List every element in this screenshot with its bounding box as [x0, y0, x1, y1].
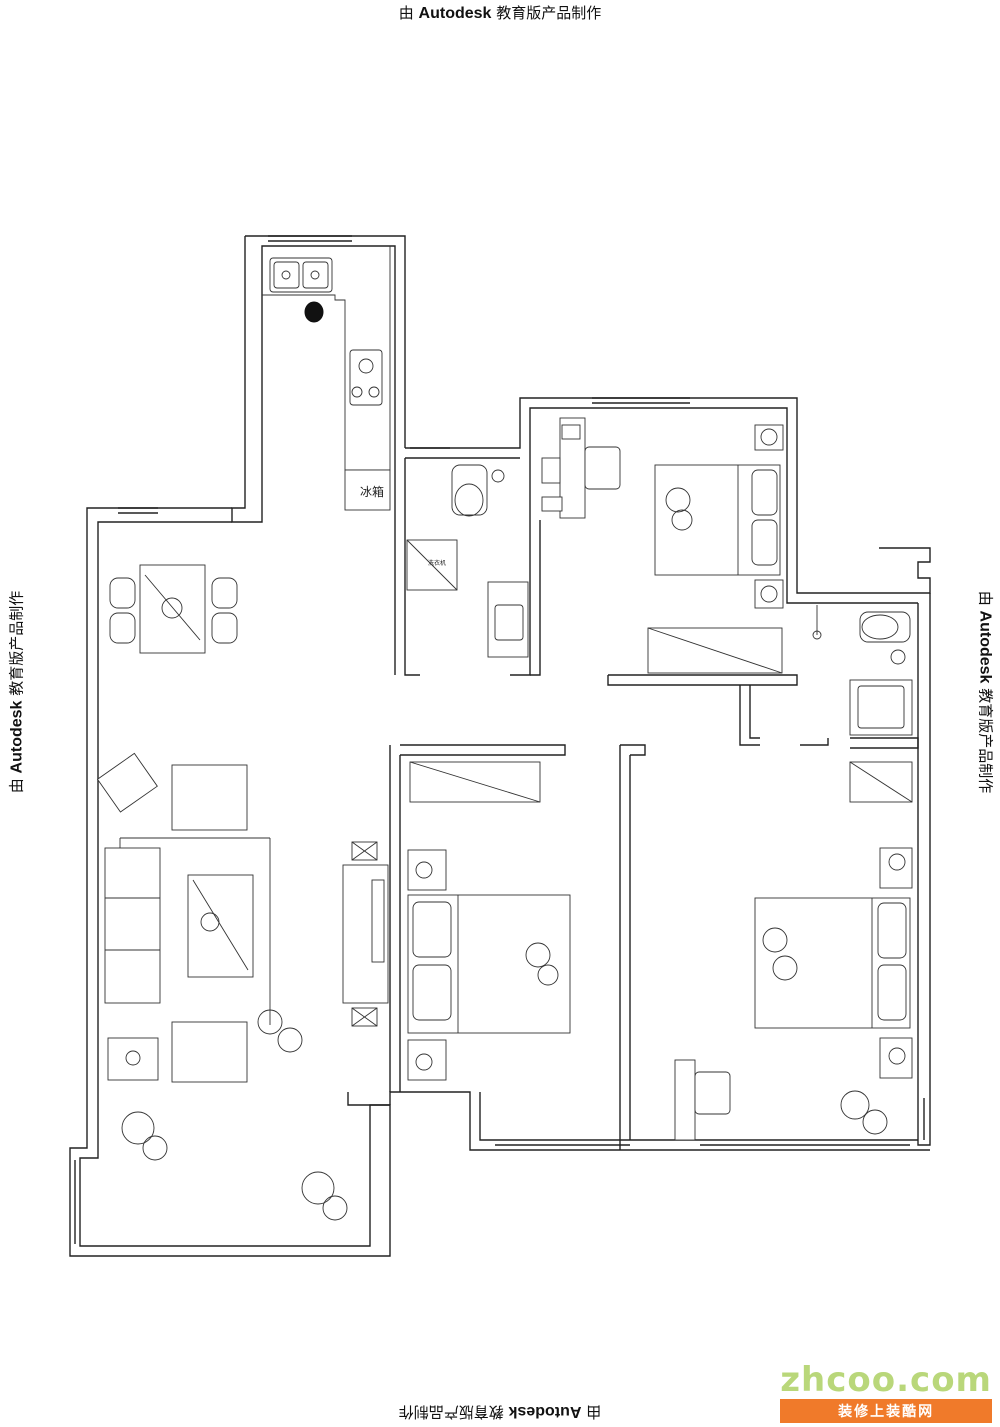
bedroom-2 [407, 761, 571, 1081]
dining-table-set [109, 564, 238, 654]
kitchen-counter [262, 246, 391, 471]
watermark-brand: Autodesk [418, 5, 492, 22]
living-room-set [96, 752, 389, 1083]
bathroom-1-fixtures: 洗衣机 [406, 464, 529, 658]
washer-label: 洗衣机 [428, 559, 446, 567]
site-logo-slogan: 装修上装酷网 [780, 1399, 992, 1423]
fridge: 冰箱 [344, 469, 391, 511]
watermark-suffix: 教育版产品制作 [496, 4, 602, 22]
watermark-top: 由 Autodesk 教育版产品制作 [0, 2, 1000, 23]
interior-walls [347, 448, 919, 1150]
exterior-walls [69, 235, 931, 1257]
bedroom-1 [541, 417, 784, 674]
watermark-prefix: 由 [398, 4, 414, 22]
bedroom-3 [674, 761, 913, 1141]
balcony-plants [121, 1111, 348, 1221]
site-logo-text: zhcoo.com [780, 1360, 992, 1400]
fridge-label: 冰箱 [360, 484, 384, 499]
site-logo: zhcoo.com 装修上装酷网 [780, 1363, 992, 1423]
bathroom-2-fixtures [812, 605, 913, 736]
